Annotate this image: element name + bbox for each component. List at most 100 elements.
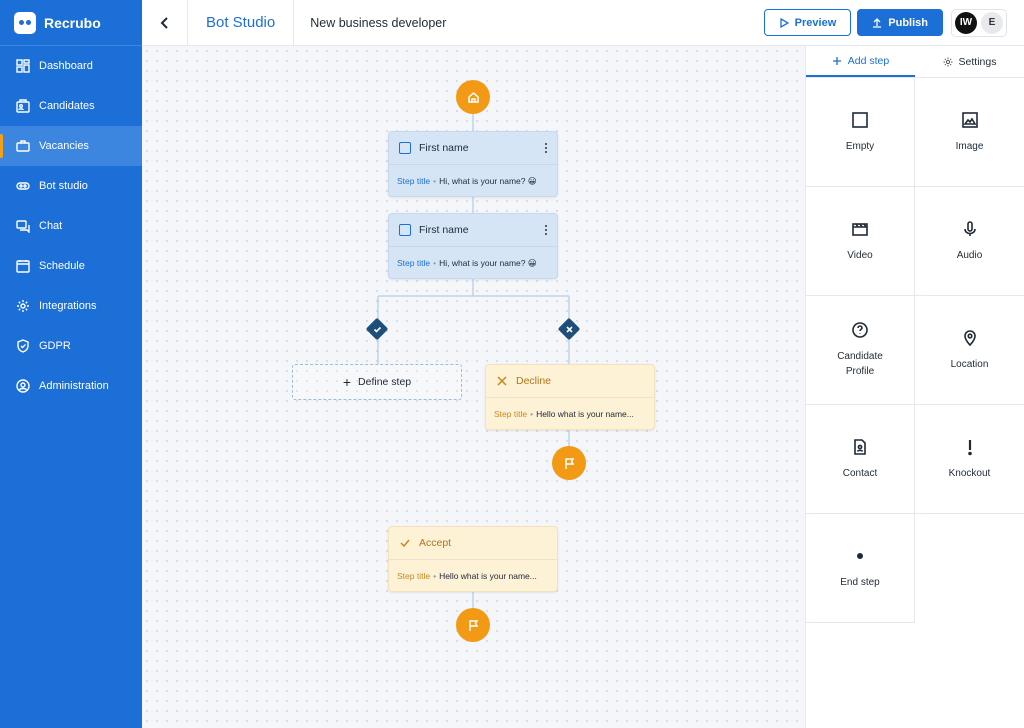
sidebar-item-label: Dashboard	[39, 60, 93, 72]
step-type-grid: Empty Image Video Audio Candidate Profil…	[806, 78, 1024, 623]
brand[interactable]: Recrubo	[0, 0, 142, 46]
start-node[interactable]	[456, 80, 490, 114]
step-panel: Add step Settings Empty Image Video	[805, 46, 1024, 728]
tile-label: Contact	[842, 467, 878, 479]
step-tile-contact[interactable]: Contact	[806, 405, 915, 514]
microphone-icon	[963, 220, 976, 236]
square-icon	[852, 111, 868, 128]
checkbox-icon	[399, 142, 411, 154]
flow-card-accept[interactable]: Accept Step title• Hello what is your na…	[388, 526, 558, 592]
sidebar-item-administration[interactable]: Administration	[0, 366, 142, 406]
close-icon	[497, 376, 507, 386]
avatar[interactable]: IW	[955, 11, 977, 34]
more-vertical-icon[interactable]	[545, 225, 547, 235]
step-tile-video[interactable]: Video	[806, 187, 915, 296]
publish-button[interactable]: Publish	[857, 9, 943, 36]
plus-icon: +	[342, 374, 352, 390]
admin-icon	[16, 379, 30, 393]
tile-label: Video	[847, 249, 873, 261]
end-node[interactable]	[552, 446, 586, 480]
define-step-button[interactable]: + Define step	[292, 364, 462, 400]
image-icon	[961, 111, 978, 128]
sidebar-item-integrations[interactable]: Integrations	[0, 286, 142, 326]
sidebar-item-dashboard[interactable]: Dashboard	[0, 46, 142, 86]
preview-button[interactable]: Preview	[763, 9, 852, 36]
card-step-label: Step title	[494, 409, 528, 419]
tab-add-step[interactable]: Add step	[806, 46, 915, 77]
tab-label: Add step	[847, 54, 890, 67]
card-title: Accept	[419, 537, 452, 549]
sidebar-item-vacancies[interactable]: Vacancies	[0, 126, 142, 166]
gear-icon	[943, 57, 953, 66]
dashboard-icon	[16, 59, 30, 73]
sidebar-item-label: Vacancies	[39, 140, 89, 152]
step-tile-audio[interactable]: Audio	[915, 187, 1024, 296]
back-button[interactable]	[142, 0, 188, 46]
tile-label: Image	[955, 140, 984, 152]
card-message: Hello what is your name...	[439, 571, 537, 581]
avatar[interactable]: E	[981, 11, 1003, 34]
define-step-label: Define step	[358, 376, 412, 388]
sidebar-item-gdpr[interactable]: GDPR	[0, 326, 142, 366]
flag-icon	[564, 457, 574, 469]
home-icon	[467, 91, 479, 103]
preview-label: Preview	[794, 16, 837, 29]
tab-settings[interactable]: Settings	[915, 46, 1024, 77]
sidebar-item-label: Schedule	[39, 260, 85, 272]
brand-name: Recrubo	[44, 14, 101, 31]
dot-icon	[857, 552, 863, 559]
step-tile-image[interactable]: Image	[915, 78, 1024, 187]
question-icon	[852, 322, 868, 338]
plus-icon	[832, 56, 841, 65]
flow-card-first-name[interactable]: First name Step title• Hi, what is your …	[388, 131, 558, 197]
step-tile-knockout[interactable]: Knockout	[915, 405, 1024, 514]
sidebar-item-label: Chat	[39, 220, 63, 232]
gear-icon	[16, 299, 30, 313]
sidebar-nav: Dashboard Candidates Vacancies Bot studi…	[0, 46, 142, 406]
flow-card-decline[interactable]: Decline Step title• Hello what is your n…	[485, 364, 655, 430]
step-tile-candidate-profile[interactable]: Candidate Profile	[806, 296, 915, 405]
flow-card-first-name[interactable]: First name Step title• Hi, what is your …	[388, 213, 558, 279]
tile-label: Candidate Profile	[837, 351, 883, 377]
card-message: Hi, what is your name? 😀	[439, 257, 537, 268]
vacancy-name: New business developer	[310, 15, 447, 30]
tile-label: Empty	[845, 140, 875, 152]
flag-icon	[468, 619, 478, 631]
contact-icon	[854, 438, 866, 455]
upload-icon	[873, 17, 882, 28]
video-icon	[852, 222, 868, 236]
step-tile-location[interactable]: Location	[915, 296, 1024, 405]
card-message: Hello what is your name...	[536, 409, 634, 419]
exclamation-icon	[967, 439, 972, 455]
tile-label: End step	[840, 576, 880, 588]
card-step-label: Step title	[397, 571, 431, 581]
card-step-label: Step title	[397, 176, 431, 186]
candidates-icon	[16, 99, 30, 113]
card-title: Decline	[516, 375, 552, 387]
step-tile-empty[interactable]: Empty	[806, 78, 915, 187]
sidebar-item-chat[interactable]: Chat	[0, 206, 142, 246]
collaborators[interactable]: IW E	[951, 8, 1007, 37]
step-tile-end-step[interactable]: End step	[806, 514, 915, 623]
flow-canvas[interactable]: First name Step title• Hi, what is your …	[142, 46, 805, 728]
bot-icon	[16, 179, 30, 193]
card-title: First name	[419, 142, 469, 154]
page-title: Bot Studio	[188, 0, 295, 46]
sidebar-item-candidates[interactable]: Candidates	[0, 86, 142, 126]
briefcase-icon	[16, 139, 30, 153]
sidebar-item-label: Candidates	[39, 100, 95, 112]
sidebar-item-bot-studio[interactable]: Bot studio	[0, 166, 142, 206]
tile-label: Audio	[956, 249, 983, 261]
end-node[interactable]	[456, 608, 490, 642]
check-icon	[369, 321, 385, 337]
more-vertical-icon[interactable]	[545, 143, 547, 153]
sidebar-item-label: GDPR	[39, 340, 71, 352]
tile-label: Location	[950, 358, 989, 370]
sidebar-item-schedule[interactable]: Schedule	[0, 246, 142, 286]
top-header: Bot Studio New business developer Previe…	[142, 0, 1024, 46]
publish-label: Publish	[888, 16, 928, 29]
brand-logo-icon	[14, 11, 36, 34]
flow-connectors	[377, 114, 570, 610]
chevron-left-icon	[160, 16, 168, 29]
